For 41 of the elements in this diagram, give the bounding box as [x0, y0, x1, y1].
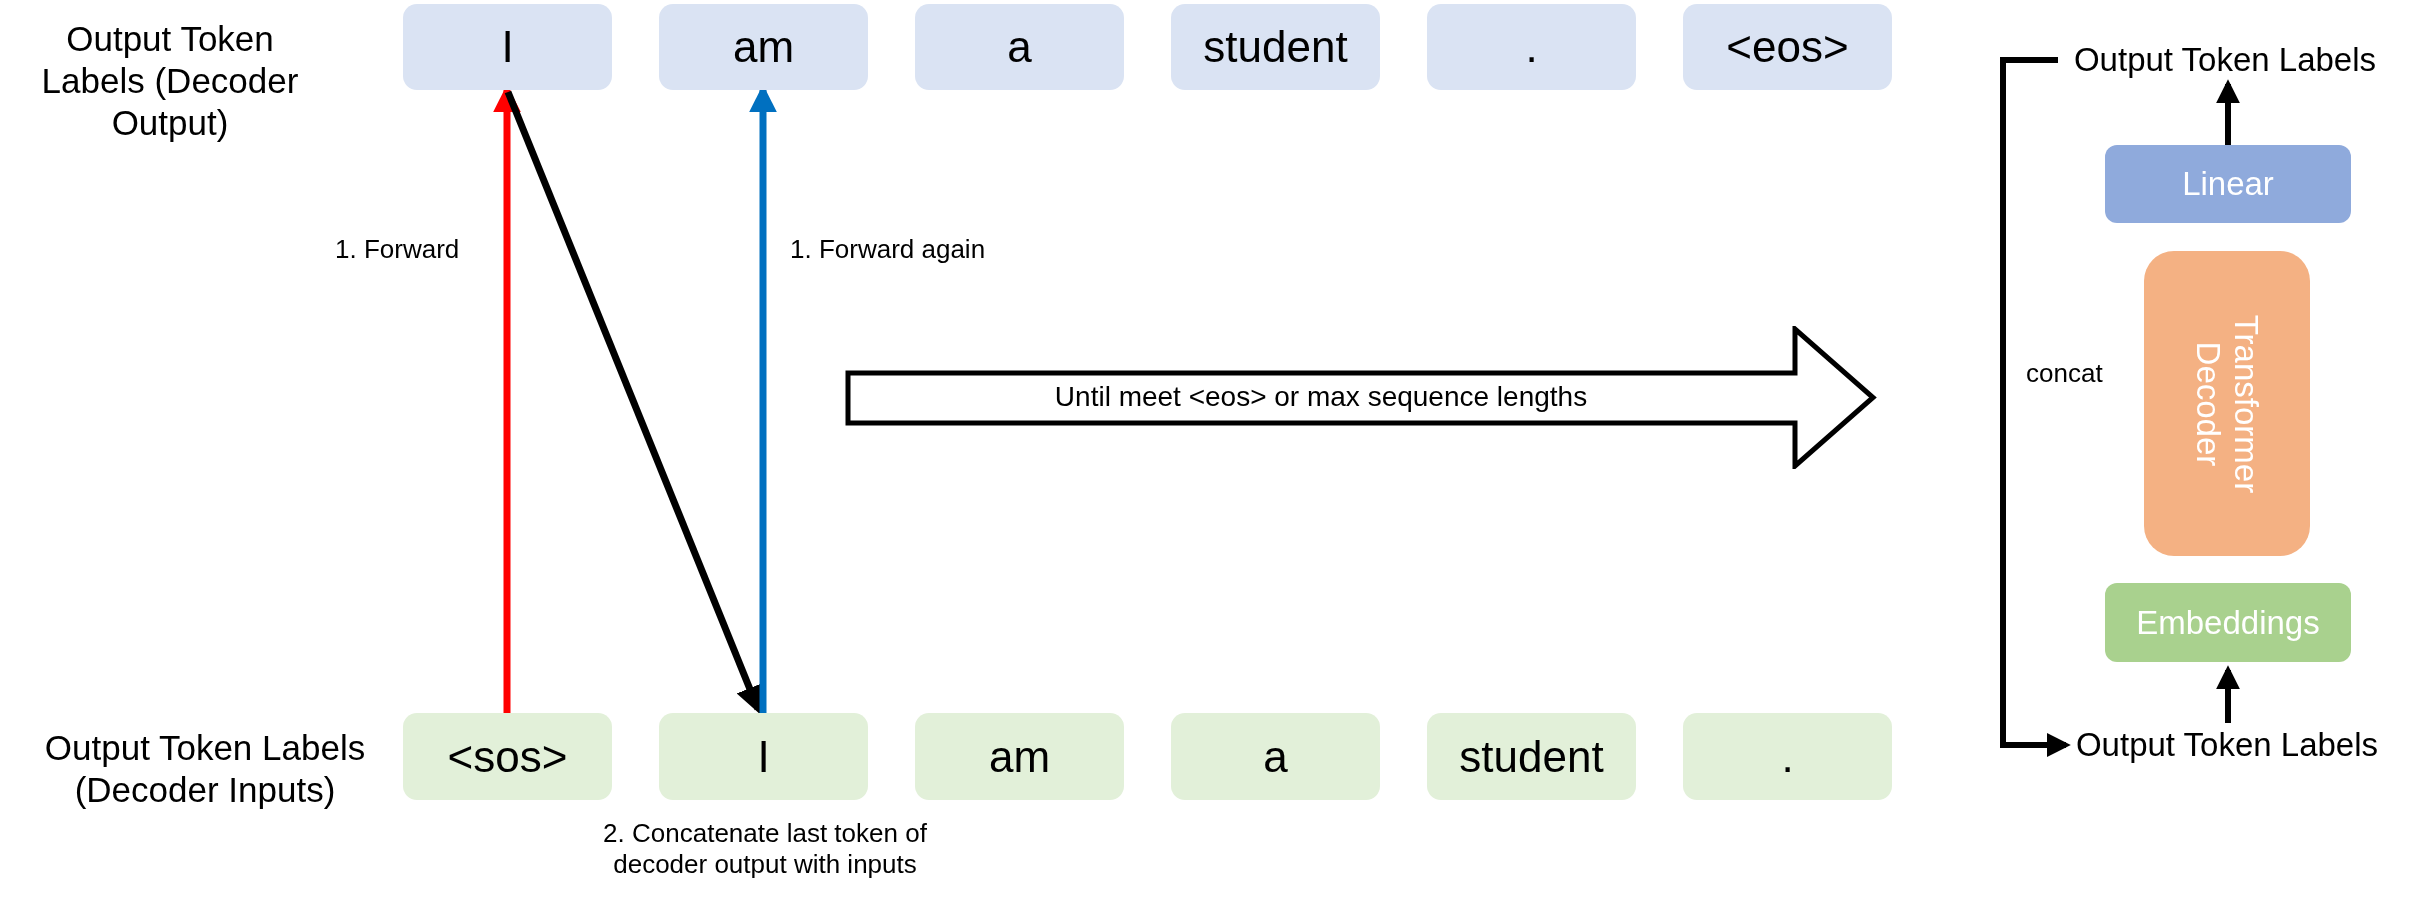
token-box [1683, 4, 1892, 90]
node-text: <eos> [1726, 22, 1849, 72]
token-box [1427, 4, 1636, 90]
token-box [1171, 4, 1380, 90]
node-text: am [732, 22, 795, 72]
node-text: a [1007, 22, 1032, 72]
node-text: am [988, 731, 1051, 782]
node-text: I [501, 22, 514, 72]
node-text: Embeddings [2136, 603, 2320, 642]
arrow-text: Until meet <eos> or max sequence lengths [1054, 381, 1588, 413]
block-arrow [845, 326, 1877, 469]
token-box [659, 4, 868, 90]
token-box [403, 713, 612, 800]
arrow [504, 90, 763, 715]
caption-text: Output Token Labels [2075, 726, 2379, 764]
note-text: 2. Concatenate last token of decoder output with inputs [602, 818, 928, 881]
node-text: student [1203, 22, 1348, 72]
layer-box [2144, 251, 2310, 556]
row-label: Output Token Labels (Decoder Output) [40, 18, 300, 144]
token-box [403, 4, 612, 90]
arrow [2000, 57, 2071, 757]
token-box [1427, 713, 1636, 800]
arrow [2216, 79, 2240, 145]
layer-box [2105, 145, 2351, 223]
token-box [1171, 713, 1380, 800]
row-label: Output Token Labels (Decoder Inputs) [43, 727, 367, 811]
token-box [915, 4, 1124, 90]
token-box [659, 713, 868, 800]
node-text: Transformer Decoder [2189, 313, 2265, 495]
node-text: I [757, 731, 770, 782]
node-text: Linear [2182, 165, 2274, 203]
token-box [1683, 713, 1892, 800]
node-text: a [1263, 731, 1288, 782]
arrow [2216, 665, 2240, 723]
node-text: . [1781, 731, 1794, 782]
node-text: student [1459, 731, 1604, 782]
layer-box [2105, 583, 2351, 662]
node-text: <sos> [447, 731, 568, 782]
node-text: . [1525, 22, 1538, 72]
caption-text: Output Token Labels [2073, 41, 2377, 79]
token-box [915, 713, 1124, 800]
